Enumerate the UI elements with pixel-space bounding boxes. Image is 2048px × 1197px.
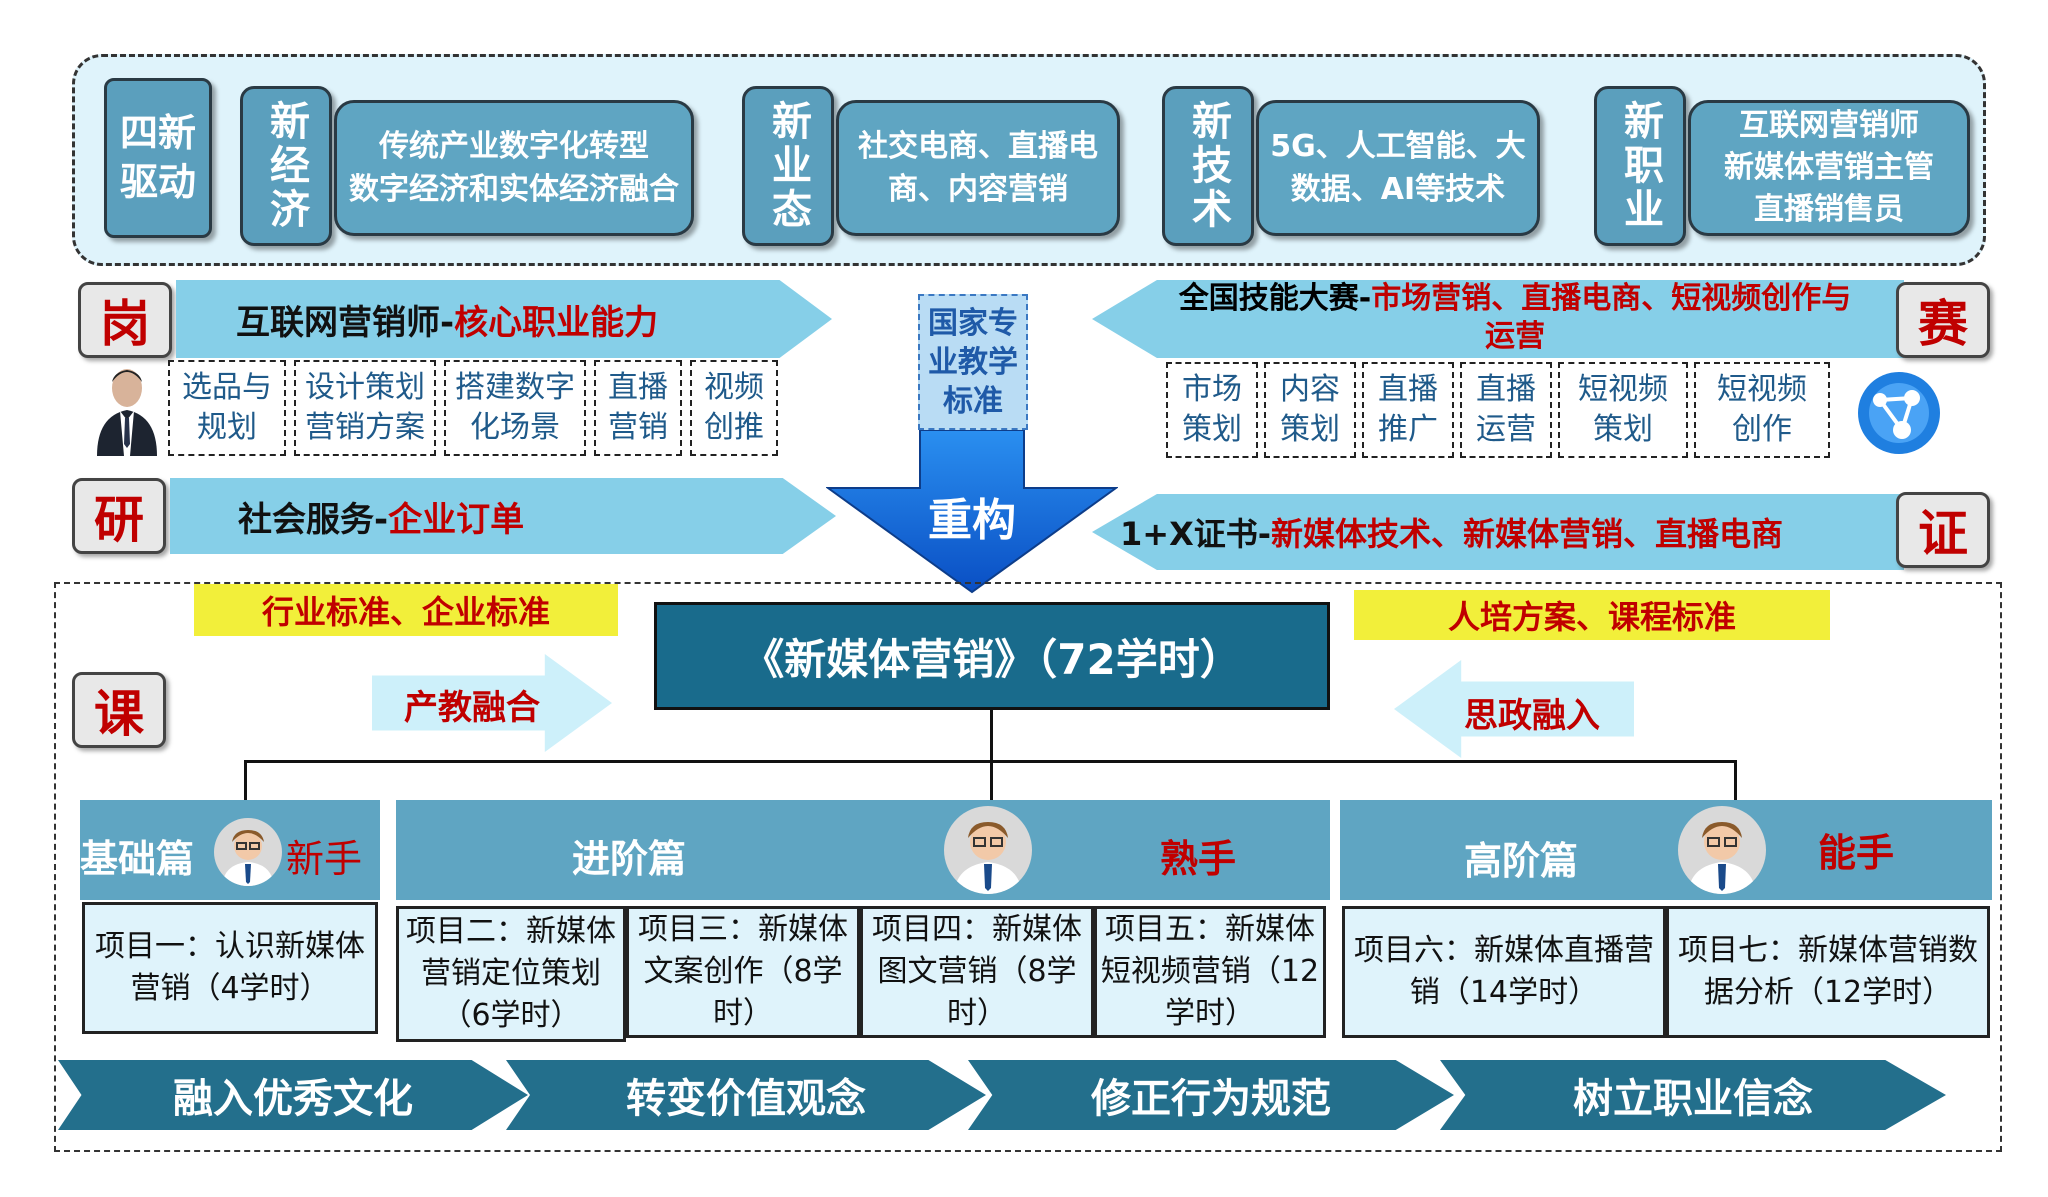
business-person-icon <box>92 364 162 456</box>
skilled-avatar-icon <box>944 806 1032 894</box>
sai-skill-item: 直播 运营 <box>1460 362 1552 458</box>
new-economy-text: 传统产业数字化转型 数字经济和实体经济融合 <box>334 100 694 236</box>
tier-advanced: 进阶篇 熟手 <box>396 800 1330 900</box>
gang-skill-item: 设计策划 营销方案 <box>294 360 436 456</box>
four-new-title: 四新驱动 <box>104 78 212 238</box>
project-box: 项目五：新媒体 短视频营销（12 学时） <box>1094 906 1326 1038</box>
sai-skill-item: 短视频 策划 <box>1558 362 1688 458</box>
project-box: 项目六：新媒体直播营 销（14学时） <box>1342 906 1666 1038</box>
gang-arrow <box>176 280 832 358</box>
connector-line <box>990 760 993 802</box>
industry-standard-label: 行业标准、企业标准 <box>194 584 618 636</box>
course-frame <box>54 582 2002 1152</box>
tier-expert: 高阶篇 能手 <box>1340 800 1992 900</box>
sai-skill-item: 市场 策划 <box>1166 362 1258 458</box>
sai-title-red: 市场营销、直播电商、短视频创作与 <box>1371 281 1852 316</box>
gang-title: 互联网营销师-核心职业能力 <box>236 280 658 358</box>
sai-title: 全国技能大赛-市场营销、直播电商、短视频创作与 运营 <box>1130 280 1900 356</box>
yan-badge: 研 <box>72 478 166 554</box>
project-box: 项目三：新媒体 文案创作（8学 时） <box>626 906 860 1038</box>
yan-title: 社会服务-企业订单 <box>238 478 524 554</box>
new-format-text: 社交电商、直播电 商、内容营销 <box>836 100 1120 236</box>
gang-badge: 岗 <box>78 282 172 358</box>
zheng-title-black: 1+X证书- <box>1120 515 1272 553</box>
gang-skill-item: 视频 创推 <box>690 360 778 456</box>
restructure-arrow <box>824 429 1120 594</box>
yan-title-black: 社会服务- <box>238 499 389 540</box>
network-share-icon <box>1856 370 1942 456</box>
project-box: 项目一：认识新媒体 营销（4学时） <box>82 902 378 1034</box>
zheng-arrow <box>1092 494 1904 570</box>
connector-line <box>990 710 993 762</box>
new-economy-label: 新经济 <box>240 86 332 246</box>
ideology-label: 思政融入 <box>1464 696 1600 736</box>
tier-level: 熟手 <box>1160 837 1237 881</box>
novice-avatar-icon <box>214 818 282 886</box>
expert-avatar-icon <box>1678 806 1766 894</box>
gang-skill-item: 直播 营销 <box>594 360 682 456</box>
tier-level: 新手 <box>286 837 363 881</box>
sai-title-red-2: 运营 <box>1485 319 1545 354</box>
value-chevron: 转变价值观念 <box>506 1060 986 1130</box>
zheng-badge: 证 <box>1896 492 1990 568</box>
sai-skill-item: 内容 策划 <box>1264 362 1356 458</box>
national-standard-box: 国家专 业教学 标准 <box>918 294 1028 430</box>
gang-skill-item: 搭建数字 化场景 <box>444 360 586 456</box>
connector-line <box>244 760 247 802</box>
tier-name: 基础篇 <box>80 837 195 881</box>
restructure-label: 重构 <box>928 495 1016 546</box>
sai-arrow <box>1092 280 1904 358</box>
zheng-title-red: 新媒体技术、新媒体营销、直播电商 <box>1271 515 1784 553</box>
new-career-text: 互联网营销师 新媒体营销主管 直播销售员 <box>1688 100 1970 236</box>
yan-arrow <box>170 478 836 554</box>
tier-level: 能手 <box>1818 831 1895 875</box>
project-box: 项目二：新媒体 营销定位策划 （6学时） <box>396 906 626 1042</box>
project-box: 项目四：新媒体 图文营销（8学 时） <box>860 906 1094 1038</box>
industry-education-label: 产教融合 <box>404 688 540 728</box>
ke-badge: 课 <box>72 672 166 748</box>
sai-badge: 赛 <box>1896 282 1990 358</box>
course-title: 《新媒体营销》（72学时） <box>654 602 1330 710</box>
sai-skill-item: 短视频 创作 <box>1694 362 1830 458</box>
value-chevron: 融入优秀文化 <box>58 1060 528 1130</box>
zheng-title: 1+X证书-新媒体技术、新媒体营销、直播电商 <box>1120 494 1783 570</box>
new-career-label: 新职业 <box>1594 86 1686 246</box>
connector-line <box>1734 760 1737 802</box>
project-box: 项目七：新媒体营销数 据分析（12学时） <box>1666 906 1990 1038</box>
yan-title-red: 企业订单 <box>388 499 525 540</box>
gang-title-black: 互联网营销师- <box>236 302 455 343</box>
tier-name: 进阶篇 <box>572 837 687 881</box>
value-chevron: 树立职业信念 <box>1440 1060 1946 1130</box>
new-tech-text: 5G、人工智能、大 数据、AI等技术 <box>1256 100 1540 236</box>
new-tech-label: 新技术 <box>1162 86 1254 246</box>
gang-skill-item: 选品与 规划 <box>168 360 286 456</box>
sai-title-black: 全国技能大赛- <box>1178 281 1372 316</box>
sai-skill-item: 直播 推广 <box>1362 362 1454 458</box>
tier-name: 高阶篇 <box>1464 839 1579 883</box>
new-format-label: 新业态 <box>742 86 834 246</box>
training-standard-label: 人培方案、课程标准 <box>1354 590 1830 640</box>
value-chevron: 修正行为规范 <box>968 1060 1454 1130</box>
gang-title-red: 核心职业能力 <box>454 302 659 343</box>
